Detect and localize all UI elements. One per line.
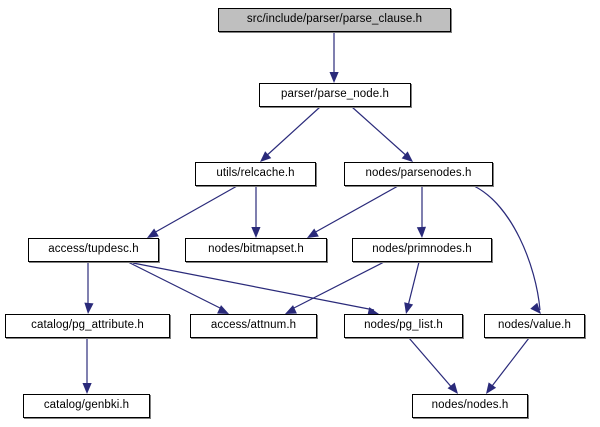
node-label-attnum: access/attnum.h [210,319,297,332]
edge-parse_node-to-relcache [260,106,321,162]
edge-tupdesc-to-pg_list [132,262,379,317]
arrowhead [404,302,414,314]
arrowhead [530,302,541,314]
node-parsenodes[interactable]: nodes/parsenodes.h [344,162,493,186]
arrowhead [251,226,261,238]
edge-parsenodes-to-value [473,185,541,314]
edge-parsenodes-to-bitmapset [307,185,399,238]
arrowhead [486,382,497,394]
node-label-primnodes: nodes/primnodes.h [372,243,472,256]
node-label-parse_node: parser/parse_node.h [280,88,390,101]
edge-tupdesc-to-pg_attribute [84,262,94,314]
arrowhead [416,226,426,238]
node-label-bitmapset: nodes/bitmapset.h [208,243,304,256]
arrowhead [84,302,94,314]
node-value[interactable]: nodes/value.h [484,314,585,338]
node-label-relcache: utils/relcache.h [216,167,295,180]
edge-relcache-to-bitmapset [251,186,261,238]
edge-value-to-nodes [486,337,530,394]
arrowhead [217,305,229,314]
node-pg_list[interactable]: nodes/pg_list.h [344,314,463,338]
node-primnodes[interactable]: nodes/primnodes.h [352,238,492,262]
node-label-nodes: nodes/nodes.h [431,399,509,412]
node-label-parse_clause: src/include/parser/parse_clause.h [246,13,423,26]
node-label-tupdesc: access/tupdesc.h [48,243,139,256]
arrowhead [367,307,379,317]
arrowhead [329,71,339,83]
node-bitmapset[interactable]: nodes/bitmapset.h [185,238,327,262]
arrowhead [285,305,297,314]
edge-parsenodes-to-primnodes [416,186,426,238]
arrowhead [447,382,458,394]
arrowhead [307,228,319,238]
node-attnum[interactable]: access/attnum.h [190,314,317,338]
arrowhead [82,382,92,394]
node-pg_attribute[interactable]: catalog/pg_attribute.h [5,314,170,338]
arrowhead [401,151,413,162]
arrowhead [260,151,272,162]
node-nodes[interactable]: nodes/nodes.h [412,394,528,418]
edge-primnodes-to-attnum [285,261,385,314]
node-label-parsenodes: nodes/parsenodes.h [365,167,472,180]
node-genbki[interactable]: catalog/genbki.h [23,394,150,418]
node-label-pg_attribute: catalog/pg_attribute.h [31,319,144,332]
node-relcache[interactable]: utils/relcache.h [195,162,316,186]
node-label-pg_list: nodes/pg_list.h [364,319,443,332]
node-parse_node[interactable]: parser/parse_node.h [259,83,411,107]
edge-parse_node-to-parsenodes [351,106,413,162]
arrowhead [147,228,159,238]
node-label-genbki: catalog/genbki.h [43,399,130,412]
edge-tupdesc-to-attnum [127,261,229,314]
edge-pg_list-to-nodes [408,337,458,394]
edge-parse_clause-to-parse_node [329,32,339,83]
node-tupdesc[interactable]: access/tupdesc.h [28,238,159,262]
edge-pg_attribute-to-genbki [82,338,92,394]
node-label-value: nodes/value.h [498,319,571,332]
edge-relcache-to-tupdesc [147,185,238,238]
node-parse_clause[interactable]: src/include/parser/parse_clause.h [218,8,451,32]
edge-primnodes-to-pg_list [404,261,420,314]
